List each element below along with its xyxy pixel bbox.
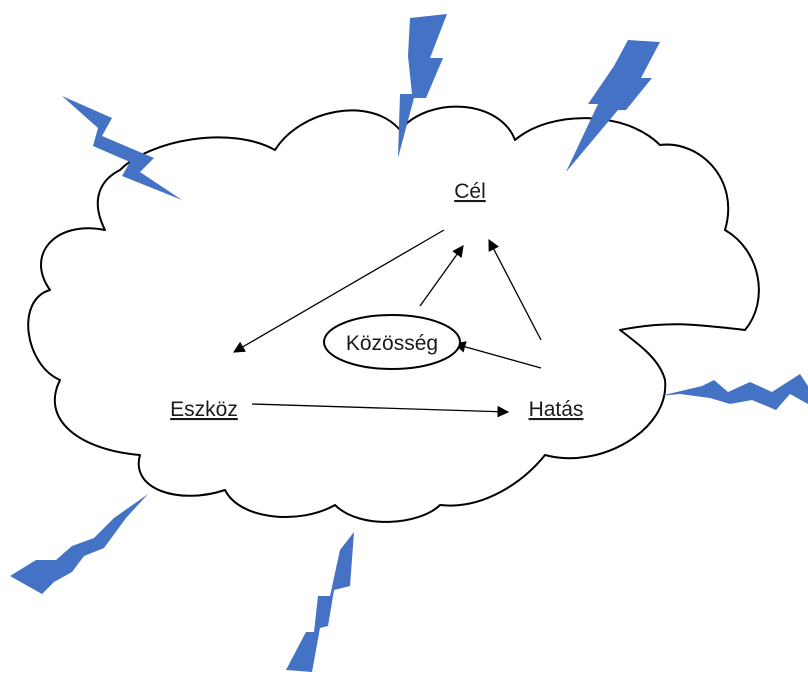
lightning-bolt-icon [10,494,148,594]
lightning-bolt-icon [286,532,354,672]
lightning-bolt-icon [660,374,808,410]
arrow-cel-to-eszkoz [232,229,445,353]
lightning-bolt-icon [398,14,447,158]
node-label-eszkoz: Eszköz [170,398,238,421]
arrow-kozosseg-to-cel [419,245,464,307]
node-label-hatas: Hatás [529,398,584,421]
arrow-hatas-to-kozosseg [453,341,542,369]
node-label-cel: Cél [454,180,486,203]
lightning-bolt-icon [566,40,660,172]
node-label-kozosseg: Közösség [346,332,438,355]
arrow-eszkoz-to-hatas [251,403,510,418]
lightning-bolt-icon [62,96,182,200]
arrow-hatas-to-cel [488,238,542,341]
kozosseg-ellipse [323,314,461,370]
